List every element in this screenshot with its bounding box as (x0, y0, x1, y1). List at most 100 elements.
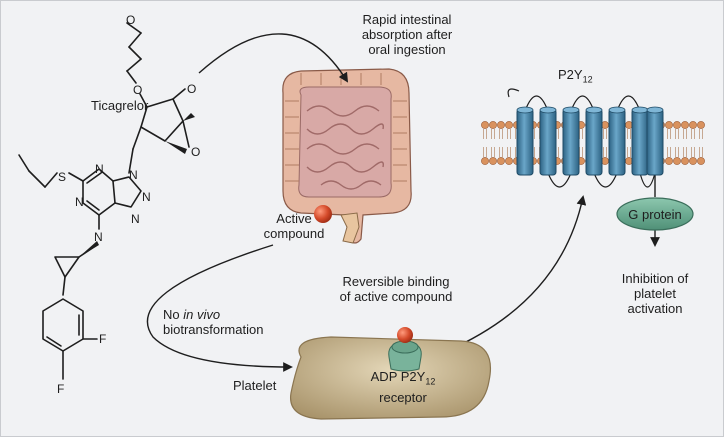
lipid-tail (579, 147, 583, 157)
adp-receptor-sub: 12 (425, 376, 436, 387)
lipid-tail (507, 129, 511, 139)
atom-n-1: N (95, 162, 104, 176)
no-biotrans-line-2: biotransformation (163, 322, 264, 337)
atom-n-5: N (131, 212, 140, 226)
adp-receptor-line-2: receptor (379, 389, 427, 405)
g-protein-shape (616, 197, 694, 231)
intestine-illustration (282, 68, 412, 244)
atom-n-4: N (142, 190, 151, 204)
receptor-title: P2Y12 (558, 67, 593, 88)
lipid-head (689, 157, 697, 165)
lipid-head (505, 121, 513, 129)
lipid-tail (683, 147, 687, 157)
platelet-label: Platelet (233, 378, 277, 393)
helix-top (631, 106, 649, 114)
adp-receptor-main: ADP P2Y (370, 369, 426, 384)
helix-top (585, 106, 603, 114)
lipid-tail (627, 129, 631, 139)
receptor-title-sub: 12 (582, 74, 593, 85)
active-line-2: compound (263, 226, 325, 241)
atom-o-top: O (126, 13, 135, 27)
inhibition-line-2: platelet (634, 286, 676, 301)
lipid-tail (491, 129, 495, 139)
lipid-tail (667, 129, 671, 139)
arrow-absorption (198, 33, 349, 83)
lipid-head (497, 157, 505, 165)
absorption-line-2: absorption after (361, 27, 453, 42)
lipid-head (489, 121, 497, 129)
transmembrane-helix (585, 108, 603, 176)
atom-o-hydroxyl-2: O (191, 145, 200, 159)
transmembrane-helix (608, 108, 626, 176)
p2y12-receptor (507, 88, 664, 188)
atom-f-1: F (99, 332, 106, 346)
receptor-title-main: P2Y (558, 67, 583, 82)
lipid-tail (603, 147, 607, 157)
transmembrane-helix (631, 108, 649, 176)
atom-s: S (58, 170, 66, 184)
atom-f-2: F (57, 382, 64, 396)
no-biotrans-prefix: No (163, 307, 184, 322)
lipid-head (681, 157, 689, 165)
arrow-to-platelet (146, 244, 293, 372)
transmembrane-helix (646, 108, 664, 176)
lipid-tail (483, 129, 487, 139)
lipid-tail (603, 129, 607, 139)
helix-top (646, 106, 664, 114)
lipid-head (681, 121, 689, 129)
transmembrane-helix (516, 108, 534, 176)
binding-line-1: Reversible binding (342, 274, 450, 289)
ticagrelor-structure (18, 22, 190, 380)
lipid-head (481, 157, 489, 165)
lipid-head (665, 121, 673, 129)
inhibition-line-1: Inhibition of (621, 271, 689, 286)
inhibition-label: Inhibition of platelet activation (603, 271, 707, 316)
arrow-to-receptor (446, 195, 587, 352)
wedge-bond (165, 141, 187, 154)
lipid-head (697, 157, 705, 165)
lipid-head (489, 157, 497, 165)
helix-top (608, 106, 626, 114)
g-protein-label: G protein (628, 207, 682, 222)
lipid-tail (507, 147, 511, 157)
no-biotrans-italic: in vivo (183, 307, 221, 322)
lipid-head (505, 157, 513, 165)
active-line-1: Active (276, 211, 312, 226)
lipid-tail (627, 147, 631, 157)
lipid-head (697, 121, 705, 129)
helix-top (562, 106, 580, 114)
lipid-head (481, 121, 489, 129)
no-biotransformation-label: No in vivo biotransformation (163, 307, 263, 337)
bound-compound-ball (397, 327, 413, 343)
binding-label: Reversible binding of active compound (321, 274, 471, 304)
lipid-tail (491, 147, 495, 157)
atom-n-3: N (129, 168, 138, 182)
lipid-tail (579, 129, 583, 139)
absorption-label: Rapid intestinal absorption after oral i… (349, 12, 465, 57)
platelet-shape (289, 336, 491, 420)
transmembrane-helix (539, 108, 557, 176)
lipid-head (673, 121, 681, 129)
lipid-head (497, 121, 505, 129)
inhibition-line-3: activation (627, 301, 683, 316)
absorption-line-3: oral ingestion (368, 42, 446, 57)
wedge-bond (183, 113, 195, 121)
receptor-loops (507, 88, 656, 188)
active-compound-ball (314, 205, 332, 223)
lipid-head (689, 121, 697, 129)
lipid-head (665, 157, 673, 165)
wedge-bond (79, 241, 99, 257)
binding-line-2: of active compound (339, 289, 453, 304)
lipid-tail (699, 129, 703, 139)
active-compound-label: Active compound (263, 211, 325, 241)
lipid-tail (675, 147, 679, 157)
lipid-tail (683, 129, 687, 139)
drug-name-label: Ticagrelor (91, 98, 149, 113)
lipid-tail (691, 129, 695, 139)
lipid-tail (499, 129, 503, 139)
lipid-tail (675, 129, 679, 139)
lipid-tail (667, 147, 671, 157)
atom-o-hydroxyl-1: O (187, 82, 196, 96)
